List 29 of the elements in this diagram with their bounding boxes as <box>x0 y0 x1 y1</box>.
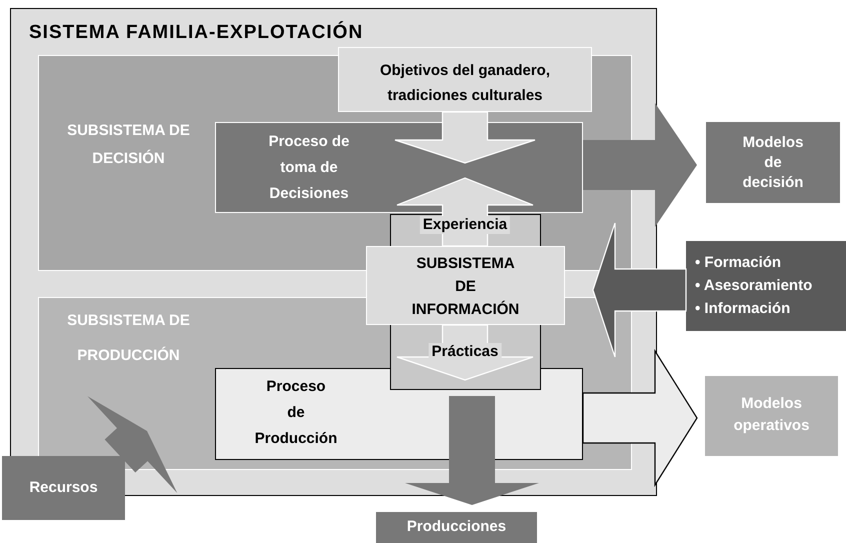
subsystem-box <box>366 246 565 325</box>
node-label: SUBSISTEMA DE DECISIÓN <box>66 121 191 169</box>
output-box <box>376 512 537 543</box>
output-box <box>705 376 838 456</box>
node-label: Objetivos del ganadero, tradiciones culturales <box>378 61 552 106</box>
edge-label: Prácticas <box>428 343 502 361</box>
block-arrow <box>592 222 687 358</box>
list-item: • Información <box>695 300 792 318</box>
block-arrow <box>394 111 536 164</box>
node-label: SISTEMA FAMILIA-EXPLOTACIÓN <box>29 21 364 45</box>
edge-label: Experiencia <box>420 216 510 234</box>
block-arrow <box>583 103 697 227</box>
node-label: Proceso de Producción <box>254 377 338 449</box>
input-box <box>686 241 846 331</box>
list-item: • Asesoramiento <box>695 277 814 295</box>
block-arrow <box>582 348 698 488</box>
list-item: • Formación <box>695 254 782 272</box>
objectives-box <box>338 47 592 112</box>
node-label: Modelos de decisión <box>742 133 804 193</box>
node-label: SUBSISTEMA DE PRODUCCIÓN <box>66 311 191 366</box>
block-arrow <box>88 396 178 493</box>
node-label: Modelos operativos <box>732 394 810 436</box>
output-box <box>706 122 840 203</box>
node-label: SUBSISTEMA DE INFORMACIÓN <box>410 254 520 320</box>
node-label: Recursos <box>28 479 99 497</box>
node-label: Producciones <box>406 518 508 536</box>
input-box <box>2 456 125 520</box>
block-arrow <box>405 396 539 505</box>
node-label: Proceso de toma de Decisiones <box>268 132 350 204</box>
